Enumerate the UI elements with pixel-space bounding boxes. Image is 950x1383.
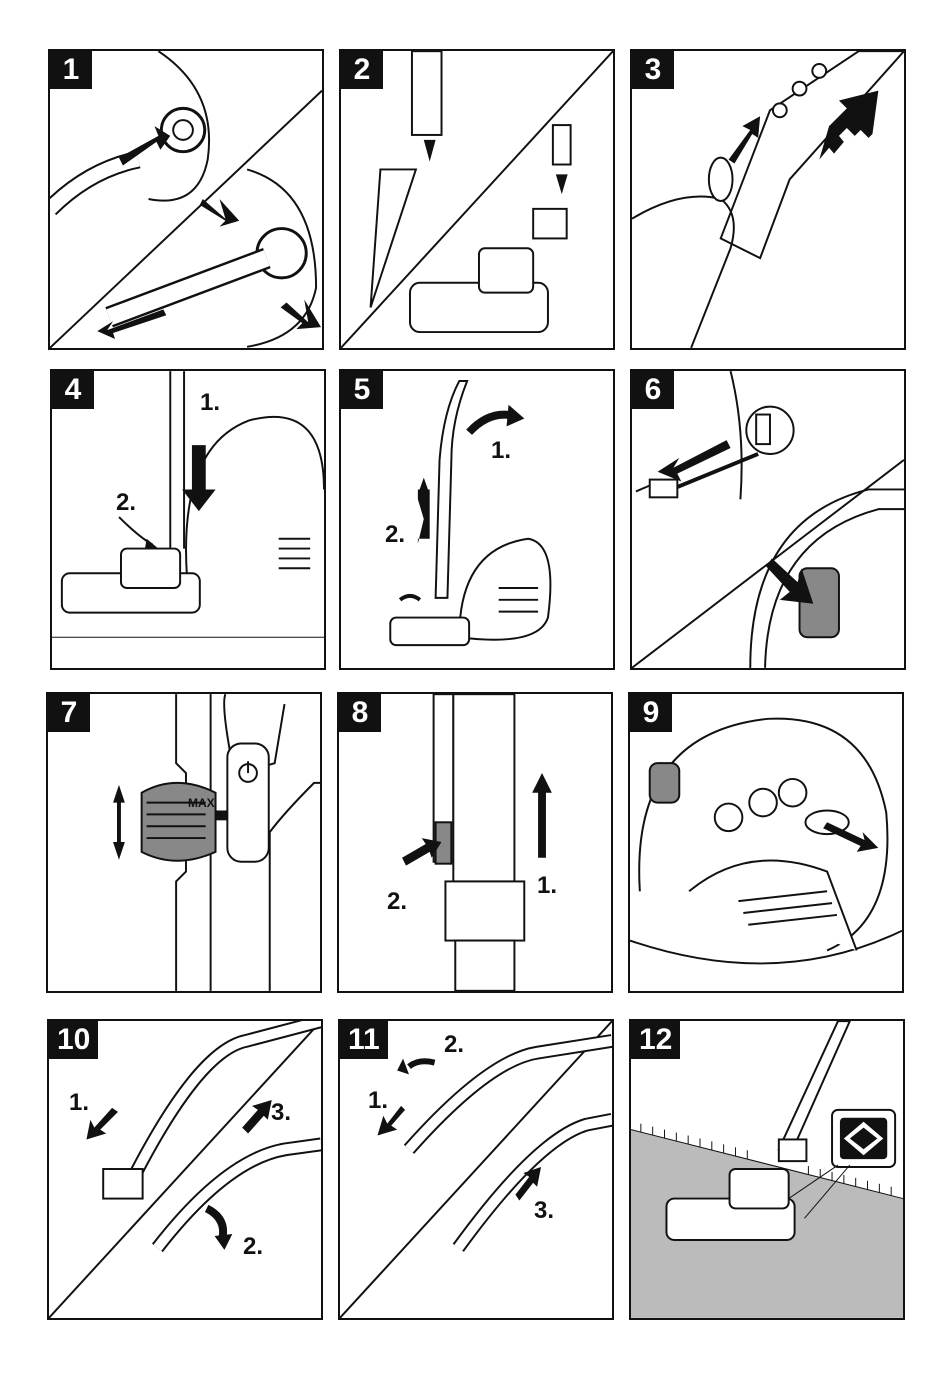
panel-7: 7 MAX [46, 692, 322, 993]
step-label-1: 1. [537, 872, 557, 900]
step-label-1: 1. [69, 1089, 89, 1117]
panel-number: 6 [632, 371, 674, 409]
step-label-1: 1. [491, 437, 511, 465]
step-label-2: 2. [444, 1031, 464, 1059]
tube-attach-illustration [341, 51, 613, 348]
hose-unpark-illustration [340, 1021, 612, 1318]
step-label-2: 2. [387, 888, 407, 916]
step-label-1: 1. [368, 1087, 388, 1115]
panel-number: 5 [341, 371, 383, 409]
step-label-1: 1. [200, 389, 220, 417]
panel-9: 9 [628, 692, 904, 993]
step-label-2: 2. [385, 521, 405, 549]
park-tube-illustration [52, 371, 324, 668]
unplug-power-illustration [632, 371, 904, 668]
panel-8: 8 1. 2. [337, 692, 613, 993]
panel-number: 8 [339, 694, 381, 732]
step-label-3: 3. [534, 1197, 554, 1225]
hose-connect-illustration [50, 51, 322, 348]
panel-2: 2 [339, 49, 615, 350]
hose-park-illustration [49, 1021, 321, 1318]
panel-number: 3 [632, 51, 674, 89]
panel-10: 10 1. 2. 3. [47, 1019, 323, 1320]
panel-number: 12 [631, 1021, 680, 1059]
panel-6: 6 [630, 369, 906, 670]
panel-number: 2 [341, 51, 383, 89]
panel-number: 7 [48, 694, 90, 732]
panel-5: 5 1. 2. [339, 369, 615, 670]
filter-removal-illustration [630, 694, 902, 991]
panel-11: 11 1. 2. 3. [338, 1019, 614, 1320]
power-dial-illustration [48, 694, 320, 991]
panel-1: 1 [48, 49, 324, 350]
panel-4: 4 1. 2. [50, 369, 326, 670]
panel-3: 3 [630, 49, 906, 350]
panel-number: 1 [50, 51, 92, 89]
step-label-3: 3. [271, 1099, 291, 1127]
floor-cleaning-illustration [631, 1021, 903, 1318]
tube-release-illustration [339, 694, 611, 991]
dial-max-label: MAX [188, 796, 215, 810]
store-upright-illustration [341, 371, 613, 668]
step-label-2: 2. [243, 1233, 263, 1261]
tube-adjust-illustration [632, 51, 904, 348]
panel-number: 11 [340, 1021, 388, 1059]
panel-number: 10 [49, 1021, 98, 1059]
panel-number: 9 [630, 694, 672, 732]
panel-number: 4 [52, 371, 94, 409]
panel-12: 12 [629, 1019, 905, 1320]
step-label-2: 2. [116, 489, 136, 517]
